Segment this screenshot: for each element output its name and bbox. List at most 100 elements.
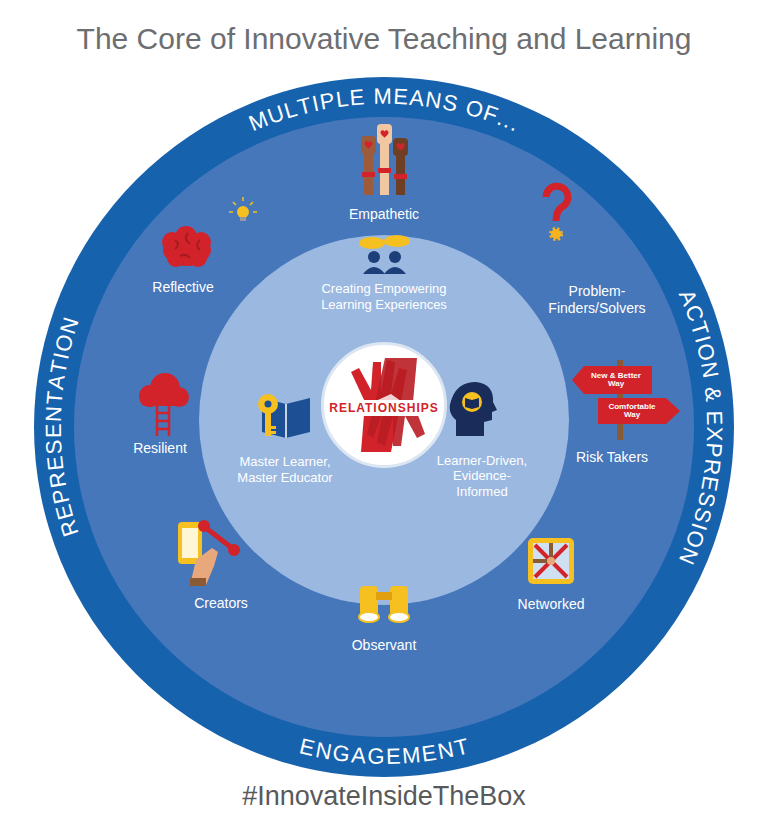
creators-icon-part bbox=[198, 520, 210, 532]
center-circle: RELATIONSHIPS bbox=[321, 342, 447, 468]
ring-letter: O bbox=[691, 341, 721, 364]
ring-letter: M bbox=[245, 106, 272, 137]
circle-fill bbox=[74, 117, 694, 737]
creators-icon-part bbox=[190, 578, 206, 586]
bulb-icon-part bbox=[240, 217, 246, 221]
ring-letter: E bbox=[700, 410, 727, 425]
networked-icon-part bbox=[533, 543, 569, 579]
empathetic-icon-part bbox=[393, 138, 408, 156]
ring-letter: A bbox=[408, 85, 425, 113]
head-icon-part bbox=[462, 392, 482, 412]
ring-letter: P bbox=[318, 88, 337, 117]
empathetic-icon-part bbox=[365, 141, 373, 149]
trait-label: Resilient bbox=[110, 440, 210, 457]
ring-letter: M bbox=[373, 84, 391, 110]
question-icon-part bbox=[551, 229, 561, 239]
ring-letter: E bbox=[41, 423, 68, 438]
ring-letter: F bbox=[480, 100, 501, 129]
empathetic-icon-part bbox=[381, 130, 389, 138]
ring-letter: C bbox=[679, 301, 709, 325]
trait-ring: RELATIONSHIPS Creating Empowering Learnin… bbox=[74, 117, 694, 737]
ring-letter: E bbox=[42, 454, 70, 471]
ring-letter: N bbox=[41, 406, 68, 423]
book-key-icon-part bbox=[285, 404, 287, 438]
ring-letter: E bbox=[50, 501, 79, 522]
ring-letter: X bbox=[701, 426, 728, 441]
ring-letter: N bbox=[424, 86, 444, 114]
networked-icon-part bbox=[528, 538, 574, 584]
ring-letter: L bbox=[281, 96, 300, 125]
cloud-ladder-icon-part bbox=[140, 394, 188, 406]
ring-letter: R bbox=[55, 516, 85, 539]
binoculars-icon-part bbox=[376, 592, 392, 600]
trait-label: Risk Takers bbox=[562, 449, 662, 466]
head-icon-part bbox=[465, 398, 479, 409]
ring-letter: A bbox=[673, 286, 703, 310]
trait-label: Creators bbox=[171, 595, 271, 612]
networked-icon bbox=[528, 538, 574, 584]
circle-fill bbox=[323, 344, 446, 467]
title: The Core of Innovative Teaching and Lear… bbox=[0, 22, 768, 56]
binoculars-icon-part bbox=[389, 612, 409, 622]
people-icon-part bbox=[368, 251, 380, 263]
ring-letter: R bbox=[44, 470, 73, 490]
core-label: Creating Empowering Learning Experiences bbox=[299, 281, 469, 312]
core-label: Learner-Driven, Evidence-Informed bbox=[432, 453, 532, 500]
ring-letter: T bbox=[45, 358, 73, 376]
ring-letter: S bbox=[687, 504, 716, 525]
empathetic-icon-part bbox=[380, 140, 389, 195]
trait-label: Networked bbox=[501, 596, 601, 613]
ring-letter: . bbox=[493, 105, 508, 132]
empathetic-icon-part bbox=[361, 136, 376, 154]
brain-icon-part bbox=[167, 249, 185, 267]
people-icon-part bbox=[389, 251, 401, 263]
ring-letter: S bbox=[440, 89, 460, 118]
brain-icon-part bbox=[189, 249, 207, 267]
ring-letter: S bbox=[41, 439, 68, 455]
ring-letter: A bbox=[350, 742, 367, 769]
ring-letter: G bbox=[367, 744, 385, 771]
ring-letter: E bbox=[297, 733, 317, 762]
book-key-icon-part bbox=[258, 394, 278, 414]
brain-icon-part bbox=[191, 232, 211, 252]
ring-letter: E bbox=[420, 740, 438, 768]
ring-letter: O bbox=[679, 526, 710, 551]
circle-shape bbox=[34, 77, 734, 777]
trait-label: Reflective bbox=[128, 279, 238, 296]
empathetic-icon-part bbox=[396, 152, 405, 195]
ring-letter: I bbox=[685, 520, 712, 534]
trait-label: Observant bbox=[334, 637, 434, 654]
ring-letter: E bbox=[393, 84, 409, 111]
book-key-icon-part bbox=[271, 431, 276, 434]
ring-letter bbox=[456, 93, 468, 120]
center-label: RELATIONSHIPS bbox=[326, 400, 441, 416]
ring-letter: E bbox=[695, 474, 724, 493]
caption: #InnovateInsideTheBox bbox=[0, 781, 768, 812]
ring-letter: R bbox=[698, 457, 726, 476]
circle-fill bbox=[199, 235, 569, 605]
ring-letter: T bbox=[452, 733, 471, 762]
people-icon-part bbox=[384, 235, 410, 247]
core-circle: RELATIONSHIPS Creating Empowering Learnin… bbox=[199, 235, 569, 605]
ring-letter: . bbox=[507, 111, 523, 138]
ring-letter: E bbox=[349, 84, 366, 112]
empathetic-icon-part bbox=[394, 174, 407, 179]
ring-letter: M bbox=[401, 742, 421, 770]
ring-letter: I bbox=[310, 91, 321, 118]
people-icon-part bbox=[359, 237, 385, 249]
ring-letter: I bbox=[48, 350, 75, 362]
creators-icon-part bbox=[182, 528, 198, 558]
ring-letter: P bbox=[700, 442, 727, 459]
ring-letter: N bbox=[435, 737, 456, 766]
ring-letter bbox=[700, 402, 727, 410]
ring-letter: N bbox=[55, 314, 85, 337]
empathetic-icon-part bbox=[397, 143, 405, 151]
ring-letter: U bbox=[264, 100, 288, 130]
ring-letter: P bbox=[47, 486, 76, 506]
ring-letter: T bbox=[295, 92, 314, 121]
ring-letter: N bbox=[673, 543, 703, 568]
ring-letter: S bbox=[691, 489, 720, 509]
ring-letter: L bbox=[334, 86, 349, 114]
ring-letter: I bbox=[689, 333, 716, 346]
signpost-icon-part bbox=[572, 366, 652, 394]
